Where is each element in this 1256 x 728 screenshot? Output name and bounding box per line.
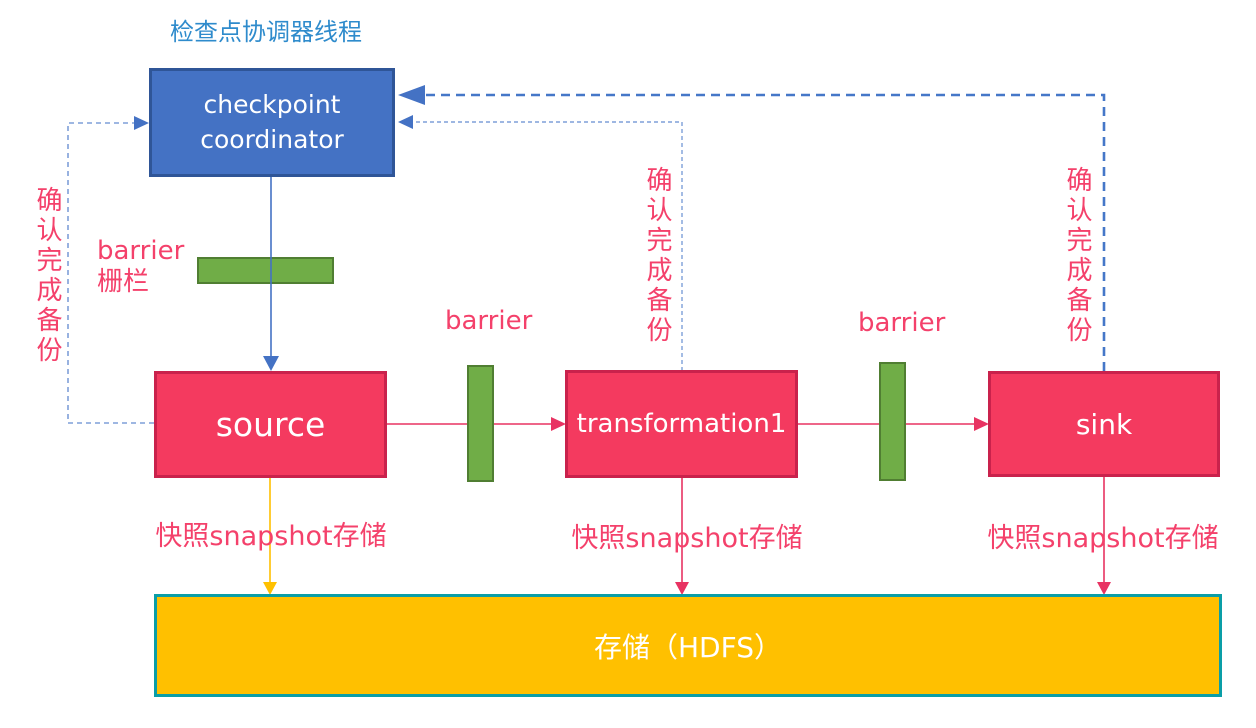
source-node: source [154, 371, 387, 478]
checkpoint-coordinator-node: checkpoint coordinator [149, 68, 395, 177]
barrier-bar-vertical-2 [879, 362, 906, 481]
barrier-label-3: barrier [858, 308, 946, 338]
barrier-bar-horizontal [197, 257, 334, 284]
ack-backup-label-middle: 确认完成备份 [642, 166, 672, 346]
barrier-label-2: barrier [445, 306, 533, 336]
snapshot-storage-label-transformation: 快照snapshot存储 [571, 523, 803, 554]
ack-backup-label-right: 确认完成备份 [1062, 166, 1092, 346]
snapshot-arrowhead-source [263, 582, 277, 595]
snapshot-arrowhead-transformation [675, 582, 689, 595]
ack-arrowhead-left-into-coordinator [134, 116, 149, 130]
ack-path-sink-to-coordinator [425, 93, 1106, 371]
barrier-fence-label: barrier 栅栏 [97, 236, 185, 297]
ack-arrowhead-thick-into-coordinator [398, 85, 425, 105]
ack-path-transformation-to-coordinator [413, 121, 683, 371]
ack-path-source-to-coordinator [67, 122, 154, 424]
snapshot-arrowhead-sink [1097, 582, 1111, 595]
command-arrowhead-into-source [263, 356, 279, 371]
flow-arrowhead-into-transformation [551, 417, 566, 431]
snapshot-storage-label-sink: 快照snapshot存储 [987, 523, 1219, 554]
hdfs-storage-node: 存储（HDFS） [154, 594, 1222, 697]
coordinator-thread-title: 检查点协调器线程 [170, 18, 362, 46]
barrier-bar-vertical-1 [467, 365, 494, 482]
flow-arrowhead-into-sink [974, 417, 989, 431]
sink-node: sink [988, 371, 1220, 477]
ack-backup-label-left: 确认完成备份 [32, 186, 62, 366]
transformation1-node: transformation1 [565, 370, 798, 478]
snapshot-storage-label-source: 快照snapshot存储 [155, 521, 387, 552]
ack-arrowhead-thin-into-coordinator [398, 115, 413, 129]
